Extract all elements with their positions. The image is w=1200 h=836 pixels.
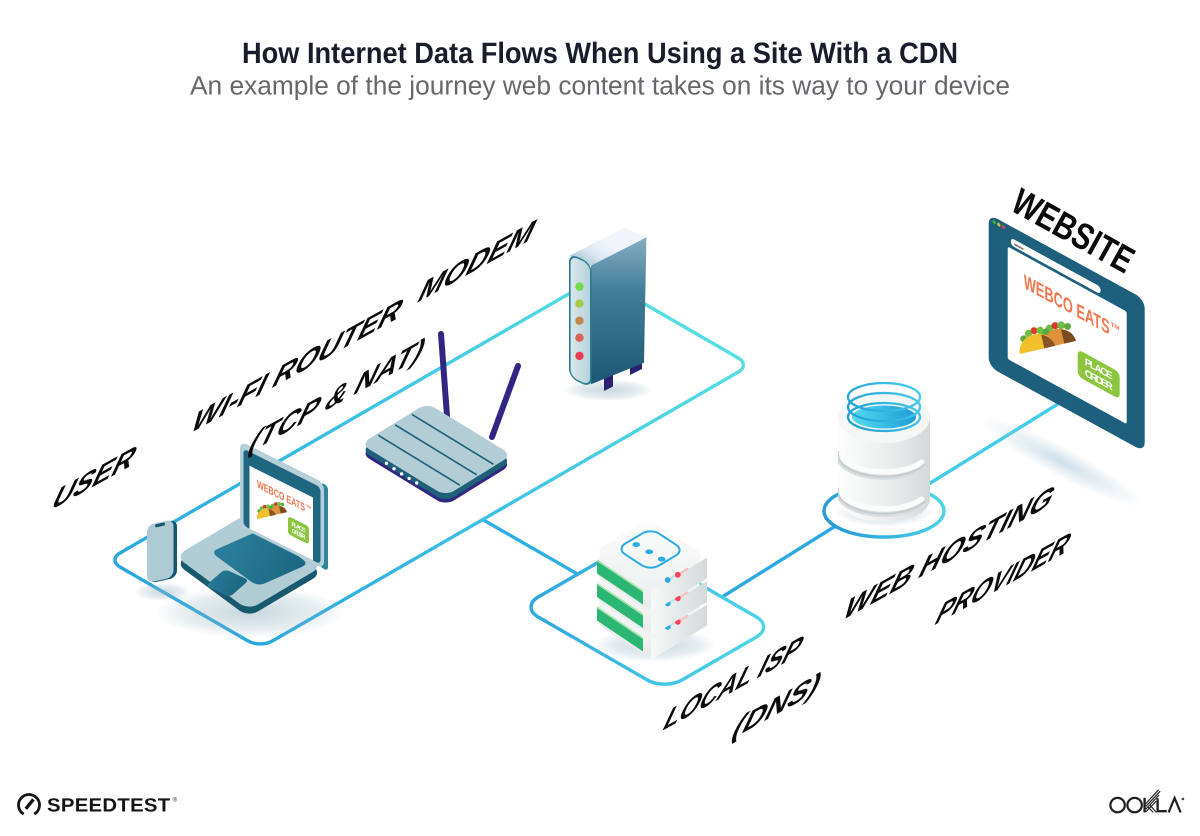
- svg-text:TM: TM: [1111, 321, 1120, 333]
- svg-text:How Internet Data Flows When U: How Internet Data Flows When Using a Sit…: [242, 37, 958, 70]
- svg-text:www: www: [1013, 241, 1024, 252]
- svg-text:MODEM: MODEM: [412, 211, 543, 311]
- svg-text:TM: TM: [306, 504, 311, 511]
- svg-text:An example of the journey web: An example of the journey web content ta…: [190, 71, 1010, 101]
- svg-text:USER: USER: [46, 437, 144, 519]
- svg-text:®: ®: [173, 797, 178, 804]
- svg-text:SPEEDTEST: SPEEDTEST: [47, 795, 171, 816]
